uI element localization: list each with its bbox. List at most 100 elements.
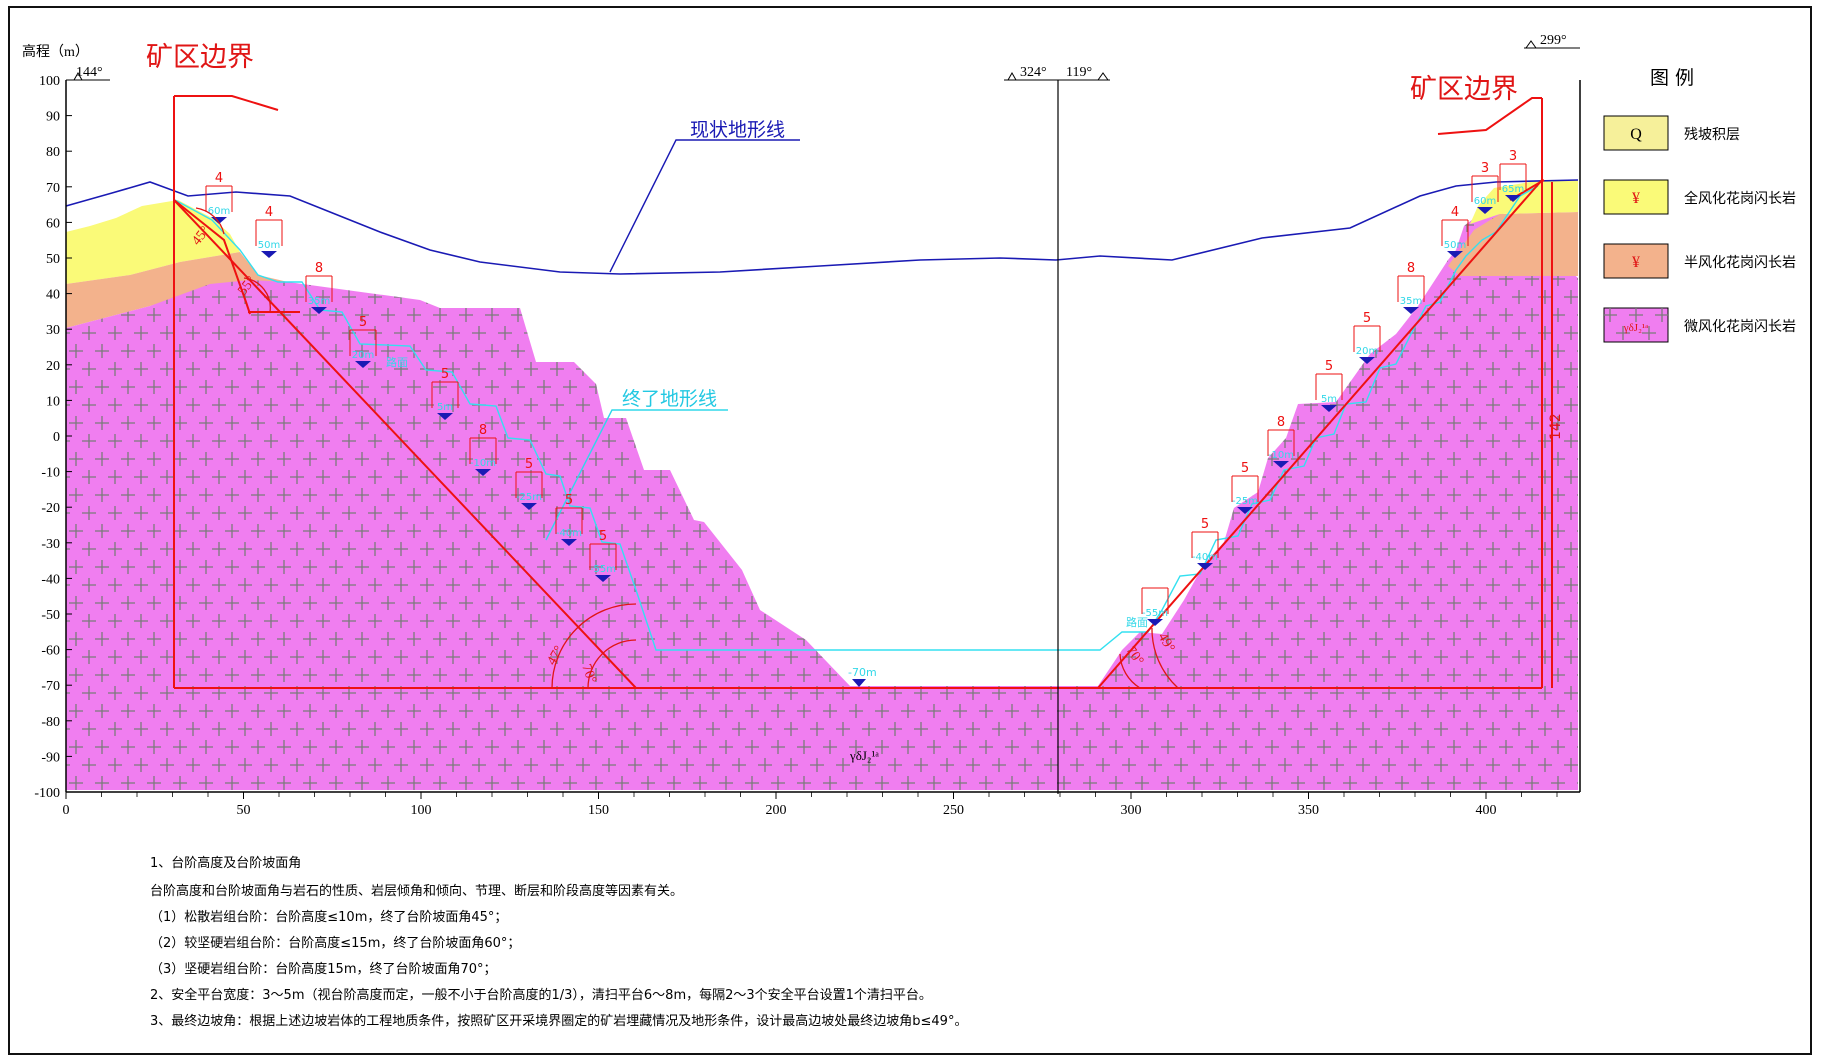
y-tick-label: -50 xyxy=(41,608,60,623)
bearing-center-right: 119° xyxy=(1066,65,1092,80)
bench-marker xyxy=(1477,207,1493,214)
bench-marker xyxy=(1237,507,1253,514)
angle-left-70: 70° xyxy=(578,662,599,686)
fully-weathered-zone-left xyxy=(66,200,240,284)
y-tick-label: 80 xyxy=(46,145,60,160)
bench-width: 5 xyxy=(565,493,573,508)
semi-weathered-zone-left xyxy=(66,252,288,328)
y-tick-label: 60 xyxy=(46,216,60,231)
right-slope-benches: 365m360m450m835m520m55m8-10m5-25m5-40m-5… xyxy=(1141,149,1527,626)
legend-symbol: γδJ₂¹ᵃ xyxy=(1623,322,1648,334)
elevation-axis: 1009080706050403020100-10-20-30-40-50-60… xyxy=(34,74,72,801)
legend-label: 半风化花岗闪长岩 xyxy=(1684,255,1796,271)
bench-marker xyxy=(1147,619,1163,626)
dimension-142: 142 xyxy=(1548,413,1564,440)
bench-elevation: -25m xyxy=(1232,496,1258,507)
final-slope-left xyxy=(173,199,637,689)
note-4: （2）较坚硬岩组台阶：台阶高度≤15m，终了台阶坡面角60°； xyxy=(150,936,521,951)
bench-width: 8 xyxy=(1407,261,1415,276)
bench: 5 5m xyxy=(1315,359,1343,412)
bench-elevation: 65m xyxy=(1502,184,1524,195)
bench-elevation: 5m xyxy=(1321,394,1337,405)
y-tick-label: 40 xyxy=(46,288,60,303)
y-tick-label: -10 xyxy=(41,466,60,481)
bench: 5-40m xyxy=(555,493,583,546)
road-label-right: 路面 xyxy=(1126,616,1148,629)
note-7: 3、最终边坡角：根据上述边坡岩体的工程地质条件，按照矿区开采境界圈定的矿岩埋藏情… xyxy=(150,1014,968,1029)
bench-elevation: 50m xyxy=(258,240,280,251)
bearing-markers: 144° 324° 119° 299° xyxy=(66,33,1580,81)
current-terrain-callout: 现状地形线 xyxy=(609,119,800,273)
top-slope-left xyxy=(173,199,251,315)
current-terrain-label: 现状地形线 xyxy=(690,119,785,141)
bench-marker xyxy=(561,539,577,546)
final-terrain-callout: 终了地形线 xyxy=(545,388,728,541)
x-tick-label: 300 xyxy=(1121,803,1142,818)
legend-swatch xyxy=(1603,115,1669,151)
bench-width: 3 xyxy=(1509,149,1517,164)
y-tick-label: -80 xyxy=(41,715,60,730)
note-2: 台阶高度和台阶坡面角与岩石的性质、岩层倾角和倾向、节理、断层和阶段高度等因素有关… xyxy=(150,884,684,899)
bench: 8 -10m xyxy=(1267,415,1295,468)
slope-angles xyxy=(195,207,1179,689)
bench-marker xyxy=(1321,405,1337,412)
bench-width: 5 xyxy=(599,529,607,544)
bench-width: 5 xyxy=(1325,359,1333,374)
bench-width: 5 xyxy=(1363,311,1371,326)
bench-elevation: -55m xyxy=(590,564,616,575)
bench: 8-10m xyxy=(469,423,497,476)
bench-marker xyxy=(521,503,537,510)
bench-width: 3 xyxy=(1481,161,1489,176)
y-tick-label: 10 xyxy=(46,394,60,409)
y-tick-label: -30 xyxy=(41,537,60,552)
note-1: 1、台阶高度及台阶坡面角 xyxy=(150,856,302,871)
boundary-label-right: 矿区边界 xyxy=(1410,74,1518,105)
legend-title: 图 例 xyxy=(1650,67,1694,89)
rock-layers xyxy=(66,180,1578,790)
legend-symbol: ¥ xyxy=(1632,190,1640,207)
x-tick-label: 350 xyxy=(1298,803,1319,818)
formation-label: γδJ₂¹ᵃ xyxy=(849,748,879,763)
bench-marker xyxy=(1403,307,1419,314)
bench: 5 -55m xyxy=(589,529,617,582)
bench-elevation: -55m xyxy=(1142,608,1168,619)
bench-width: 8 xyxy=(1277,415,1285,430)
bottom-elevation-marker xyxy=(852,679,866,687)
final-slope-right xyxy=(1097,179,1543,689)
y-tick-label: 20 xyxy=(46,359,60,374)
bench: 55m xyxy=(431,367,459,420)
note-5: （3）坚硬岩组台阶：台阶高度15m，终了台阶坡面角70°； xyxy=(150,962,497,977)
bearing-center-right-marker xyxy=(1058,72,1110,81)
x-tick-label: 200 xyxy=(766,803,787,818)
bench: 5 -25m xyxy=(1231,461,1259,514)
y-tick-label: -60 xyxy=(41,644,60,659)
bench-marker xyxy=(1359,357,1375,364)
x-tick-label: 100 xyxy=(411,803,432,818)
bearing-right: 299° xyxy=(1540,33,1567,48)
x-tick-label: 400 xyxy=(1476,803,1497,818)
y-axis-title: 高程（m） xyxy=(22,43,89,60)
bench-marker xyxy=(355,361,371,368)
legend-label: 残坡积层 xyxy=(1684,127,1740,143)
y-tick-label: 100 xyxy=(39,74,60,89)
note-6: 2、安全平台宽度：3～5m（视台阶高度而定，一般不小于台阶高度的1/3），清扫平… xyxy=(150,988,932,1003)
bench-elevation: -10m xyxy=(1268,450,1294,461)
bench-width: 5 xyxy=(525,457,533,472)
bench-width: 5 xyxy=(1241,461,1249,476)
y-tick-label: 90 xyxy=(46,110,60,125)
semi-weathered-zone-right xyxy=(1448,212,1578,276)
y-tick-label: 50 xyxy=(46,252,60,267)
bench-elevation: 20m xyxy=(1356,346,1378,357)
y-tick-label: -100 xyxy=(34,786,60,801)
bench: 5 20m xyxy=(1353,311,1381,364)
bench-marker xyxy=(1197,563,1213,570)
